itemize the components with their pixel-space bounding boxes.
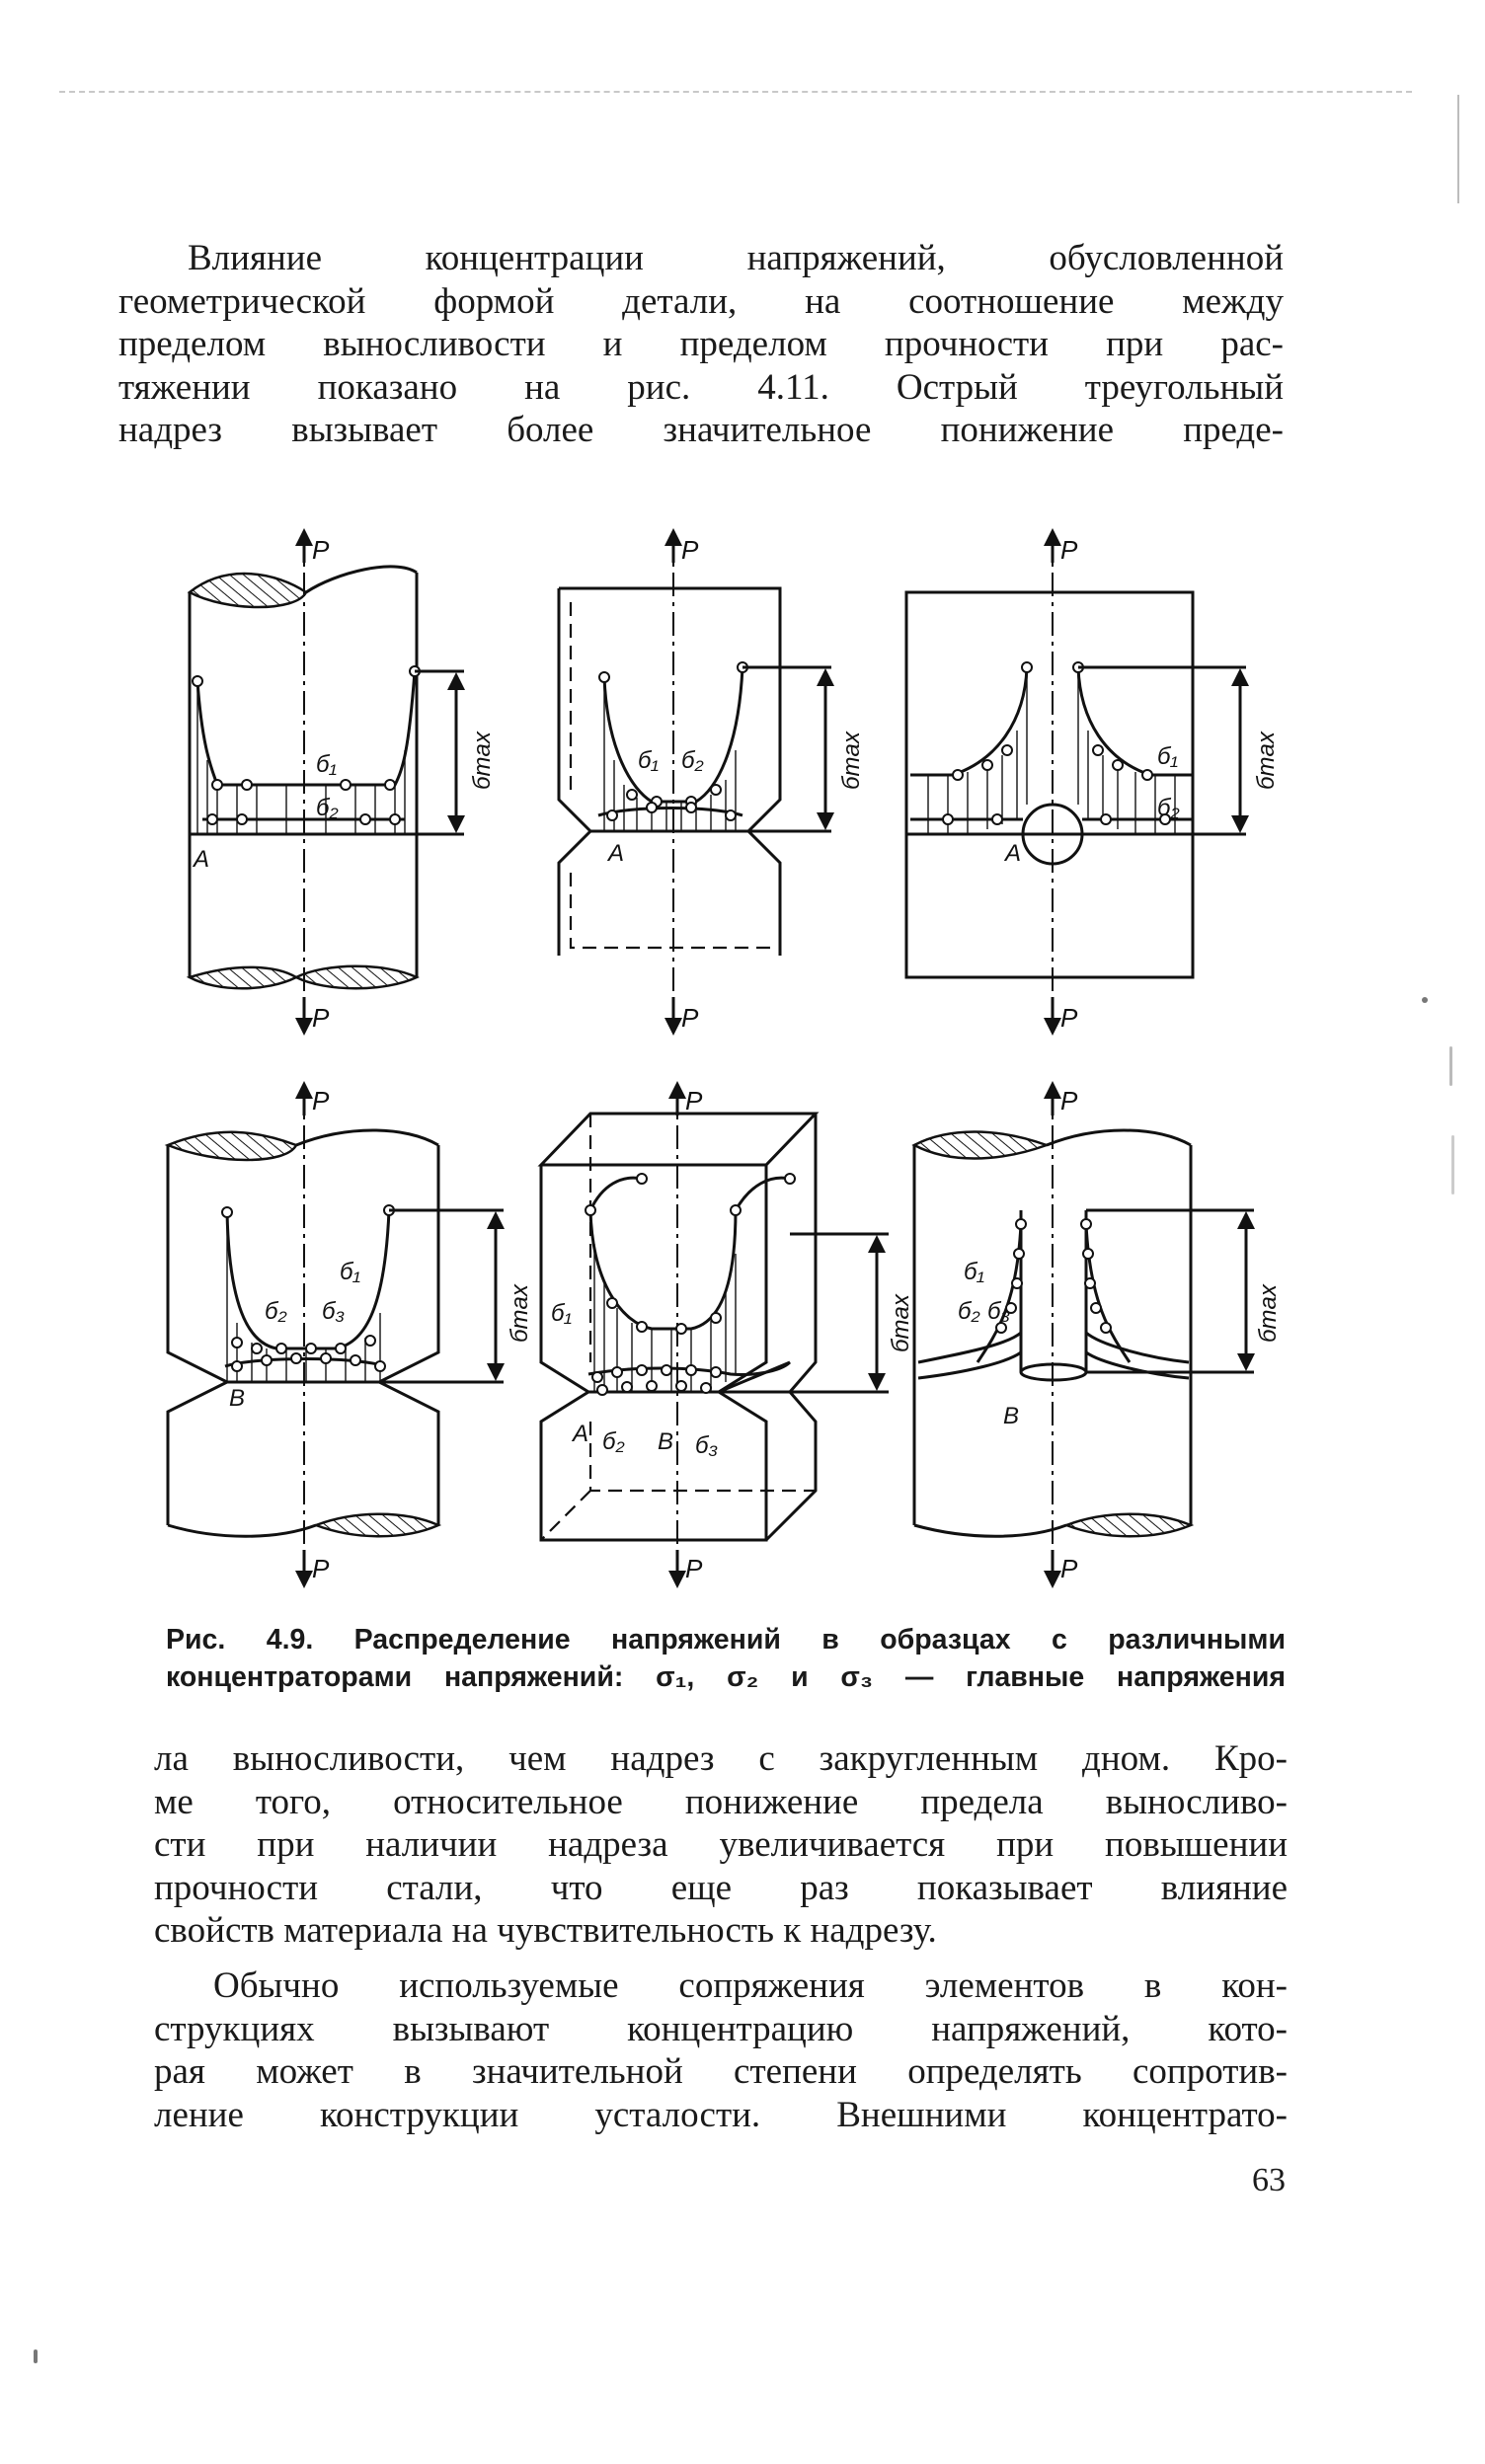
label-s2: б₂	[265, 1298, 287, 1325]
label-smax: бmax	[838, 731, 865, 790]
caption-line: Рис. 4.9. Распределение напряжений в обр…	[166, 1624, 1286, 1656]
text-line: ме того, относительное понижение предела…	[154, 1781, 1288, 1822]
paragraph-continuation: ла выносливости, чем надрез с закругленн…	[154, 1737, 1288, 1953]
label-P-bottom: P	[1060, 1003, 1078, 1033]
text-line: ла выносливости, чем надрез с закругленн…	[154, 1738, 1288, 1779]
panel-grooved-cylinder: P P б₁ б₂ б₃ B бmax	[164, 1081, 533, 1588]
label-A: A	[571, 1421, 588, 1447]
panel-grooved-prism: P P б₁ A б₂ B б₃ бmax	[537, 1081, 914, 1588]
label-s1: б₁	[316, 751, 337, 778]
label-B: B	[658, 1428, 673, 1455]
label-s1: б₁	[340, 1259, 360, 1285]
label-s2: б₂	[681, 747, 704, 774]
page-number: 63	[1252, 2162, 1286, 2198]
label-smax: бmax	[469, 731, 496, 790]
panel-transverse-hole: P P б₁ б₂ б₃ B бmax	[911, 1081, 1282, 1588]
label-P-top: P	[685, 1086, 703, 1116]
label-s2: б₂	[958, 1298, 980, 1325]
scan-speck	[1451, 1135, 1454, 1194]
label-P-top: P	[312, 535, 330, 565]
label-P-bottom: P	[1060, 1554, 1078, 1583]
text-line: прочности стали, что еще раз показывает …	[154, 1867, 1288, 1908]
label-P-bottom: P	[681, 1003, 699, 1033]
label-B: B	[1003, 1403, 1019, 1429]
label-s1: б₁	[1157, 743, 1178, 770]
label-A: A	[606, 840, 624, 867]
label-s1: б₁	[638, 747, 659, 774]
text-line: Влияние концентрации напряжений, обуслов…	[188, 238, 1284, 278]
label-smax: бmax	[507, 1283, 533, 1343]
label-s3: б₃	[695, 1432, 718, 1459]
panel-hole-plate: P P б₁ б₂ A бmax	[904, 528, 1280, 1036]
label-P-top: P	[312, 1086, 330, 1116]
label-P-top: P	[1060, 1086, 1078, 1116]
text-line: рая может в значительной степени определ…	[154, 2051, 1288, 2092]
scan-speck	[34, 2349, 38, 2363]
label-s1: б₁	[964, 1259, 984, 1285]
label-s3: б₃	[322, 1298, 345, 1325]
text-line: надрез вызывает более значительное пониж…	[118, 410, 1284, 450]
text-line: Обычно используемые сопряжения элементов…	[213, 1965, 1288, 2006]
label-P-bottom: P	[312, 1554, 330, 1583]
label-P-top: P	[1060, 535, 1078, 565]
text-line: сти при наличии надреза увеличивается пр…	[154, 1824, 1288, 1865]
text-line: геометрической формой детали, на соотнош…	[118, 280, 1284, 322]
figure-caption: Рис. 4.9. Распределение напряжений в обр…	[166, 1621, 1286, 1696]
scan-speck	[1449, 1046, 1452, 1086]
label-smax: бmax	[1255, 1283, 1282, 1343]
caption-line: концентраторами напряжений: σ₁, σ₂ и σ₃ …	[166, 1661, 1286, 1693]
label-s2: б₂	[316, 795, 339, 821]
label-smax: бmax	[888, 1293, 914, 1352]
scan-right-edge	[1457, 95, 1459, 203]
figure-4-9: P P б₁ б₂ A бmax P P б₁ б₂ A бmax	[164, 528, 1282, 1588]
text-line: струкциях вызывают концентрацию напряжен…	[154, 2008, 1288, 2049]
text-line: тяжении показано на рис. 4.11. Острый тр…	[118, 366, 1284, 408]
label-P-top: P	[681, 535, 699, 565]
label-s1: б₁	[551, 1300, 572, 1327]
scan-speck	[1422, 997, 1428, 1003]
paragraph-intro: Влияние концентрации напряжений, обуслов…	[118, 237, 1284, 452]
scan-top-rule	[59, 91, 1412, 93]
label-P-bottom: P	[685, 1554, 703, 1583]
label-B: B	[229, 1385, 245, 1412]
text-line: пределом выносливости и пределом прочнос…	[118, 324, 1284, 364]
panel-v-notch: P P б₁ б₂ A бmax	[557, 528, 865, 1036]
label-s2: б₂	[602, 1428, 625, 1455]
panel-cylinder: P P б₁ б₂ A бmax	[186, 528, 496, 1036]
text-line: ление конструкции усталости. Внешними ко…	[154, 2094, 1288, 2135]
label-A: A	[192, 846, 209, 873]
text-line: свойств материала на чувствительность к …	[154, 1910, 937, 1951]
label-s3: б₃	[987, 1298, 1010, 1325]
label-P-bottom: P	[312, 1003, 330, 1033]
label-smax: бmax	[1253, 731, 1280, 790]
label-A: A	[1003, 840, 1021, 867]
paragraph-joints: Обычно используемые сопряжения элементов…	[154, 1964, 1288, 2136]
label-s2: б₂	[1157, 795, 1180, 821]
